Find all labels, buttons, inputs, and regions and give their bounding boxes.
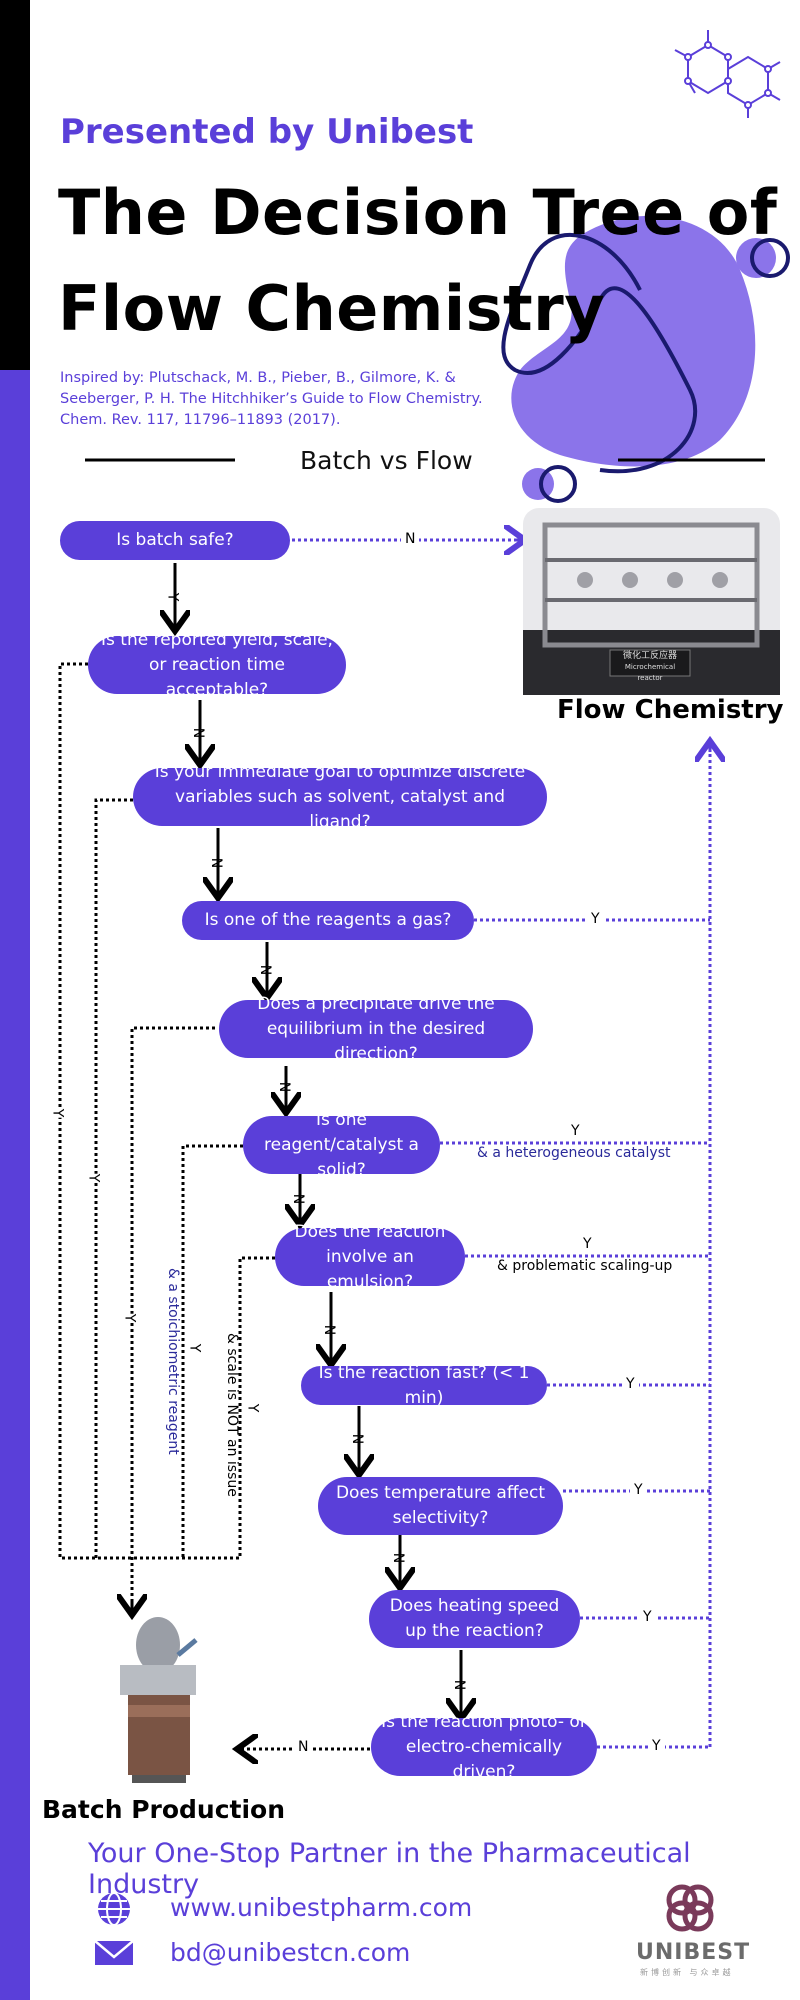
- outcome-flow-chemistry: Flow Chemistry: [557, 695, 784, 725]
- edge-label-y: Y: [648, 1738, 665, 1754]
- decision-node-batch-safe: Is batch safe?: [60, 521, 290, 560]
- edge-label-n: N: [321, 1324, 338, 1336]
- edge-label-n: N: [349, 1433, 366, 1445]
- decorative-squiggle: [501, 232, 697, 474]
- edge-label-stoich-reagent: & a stoichiometric reagent: [165, 1268, 181, 1455]
- edge-label-y: Y: [622, 1376, 639, 1392]
- decision-node-fast-reaction: Is the reaction fast? (< 1 min): [301, 1363, 547, 1408]
- decision-node-temperature: Does temperature affect selectivity?: [318, 1477, 563, 1535]
- unibest-logo-icon: [666, 1884, 714, 1932]
- molecule-icon: [674, 30, 781, 118]
- edge-label-n: N: [451, 1679, 468, 1691]
- edge-label-y: Y: [49, 1108, 66, 1118]
- decorative-ring-small: [539, 465, 577, 503]
- decision-node-solid-reagent: Is one reagent/catalyst a solid?: [243, 1110, 440, 1180]
- logo-subtext: 新博创新 与众卓越: [640, 1968, 734, 1977]
- page-title-line-1: The Decision Tree of: [58, 176, 778, 249]
- edge-label-y: Y: [121, 1313, 138, 1323]
- website-link[interactable]: www.unibestpharm.com: [170, 1893, 473, 1922]
- edge-label-n: N: [401, 531, 420, 547]
- edge-label-n: N: [294, 1739, 313, 1755]
- edge-label-y: Y: [244, 1403, 261, 1413]
- flow-yes-connectors: [292, 538, 712, 1749]
- edge-label-y: Y: [587, 911, 604, 927]
- edge-label-n: N: [190, 727, 207, 739]
- decision-node-photo-electro: Is the reaction photo- or electro-chemic…: [371, 1712, 597, 1782]
- edge-label-scaling-up: & problematic scaling-up: [497, 1258, 673, 1274]
- email-link[interactable]: bd@unibestcn.com: [170, 1938, 411, 1967]
- tagline: Your One-Stop Partner in the Pharmaceuti…: [88, 1838, 691, 1900]
- left-accent-bar-black: [0, 0, 30, 370]
- decorative-circle: [736, 238, 776, 278]
- section-title: Batch vs Flow: [300, 446, 473, 475]
- decision-node-optimize-variables: Is your immediate goal to optimize discr…: [133, 762, 547, 832]
- edge-label-n: N: [390, 1552, 407, 1564]
- edge-label-n: N: [257, 964, 274, 976]
- edge-label-scale-not-issue: & scale is NOT an issue: [224, 1333, 240, 1497]
- edge-label-y: Y: [85, 1173, 102, 1183]
- outcome-batch-production: Batch Production: [42, 1795, 286, 1824]
- decision-node-heating: Does heating speed up the reaction?: [369, 1590, 580, 1648]
- left-accent-bar-purple: [0, 370, 30, 2000]
- citation: Inspired by: Plutschack, M. B., Pieber, …: [60, 370, 483, 428]
- batch-reactor-photo: [120, 1617, 198, 1783]
- edge-label-y: Y: [639, 1609, 656, 1625]
- edge-label-n: N: [276, 1081, 293, 1093]
- decorative-ring: [750, 238, 790, 278]
- decorative-circle-small: [522, 468, 554, 500]
- mail-icon: [94, 1940, 134, 1965]
- edge-label-n: N: [208, 857, 225, 869]
- edge-label-y: Y: [164, 592, 181, 602]
- decision-node-emulsion: Does the reaction involve an emulsion?: [275, 1222, 465, 1292]
- presented-by: Presented by Unibest: [60, 112, 474, 152]
- reactor-plate-en: Microchemical reactor: [624, 663, 676, 682]
- reactor-plate-cn: 微化工反应器: [622, 651, 677, 661]
- decision-node-yield-acceptable: Is the reported yield, scale, or reactio…: [88, 630, 346, 700]
- edge-label-hetero-catalyst: & a heterogeneous catalyst: [477, 1145, 671, 1161]
- edge-label-y: Y: [583, 1236, 592, 1252]
- page-title-line-2: Flow Chemistry: [58, 272, 606, 345]
- edge-label-y: Y: [186, 1343, 203, 1353]
- logo-text: UNIBEST: [636, 1940, 751, 1965]
- edge-label-y: Y: [571, 1123, 580, 1139]
- globe-icon: [98, 1892, 130, 1926]
- decision-node-gas-reagent: Is one of the reagents a gas?: [182, 901, 474, 940]
- flow-reactor-photo: [523, 508, 780, 695]
- reactor-plate: 微化工反应器 Microchemical reactor: [612, 651, 688, 684]
- edge-label-n: N: [290, 1193, 307, 1205]
- edge-label-y: Y: [630, 1482, 647, 1498]
- decision-node-precipitate: Does a precipitate drive the equilibrium…: [219, 994, 533, 1064]
